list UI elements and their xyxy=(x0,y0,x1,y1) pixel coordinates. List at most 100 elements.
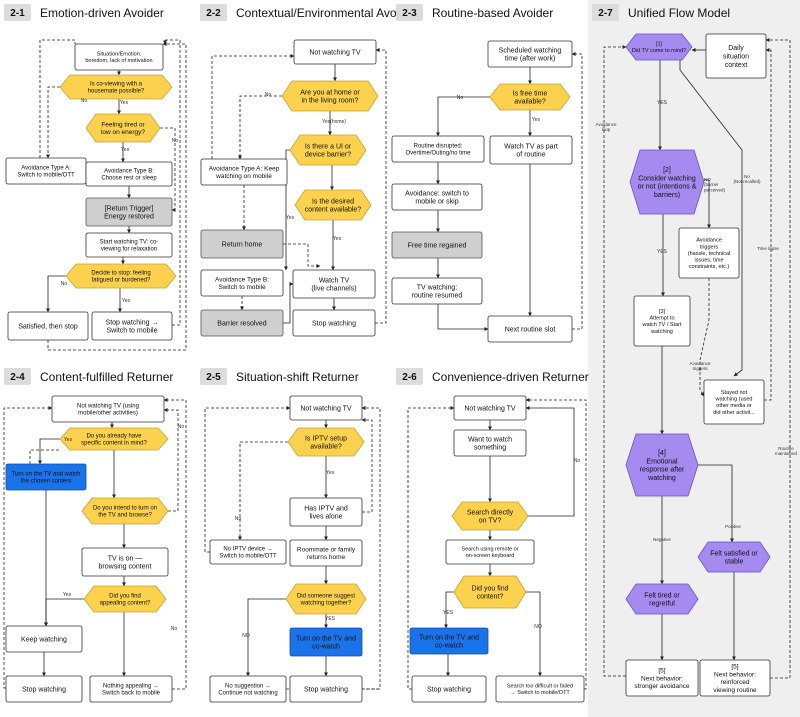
node-text-line: Switch to mobile/OTT xyxy=(17,173,75,179)
node-text-line: Energy restored xyxy=(104,214,154,221)
node-text-line: Turn on the TV and watch xyxy=(12,472,81,478)
node-text-line: Free time regained xyxy=(408,242,467,249)
panel-title: Content-fulfilled Returner xyxy=(40,370,173,384)
edge-label: Time lapse xyxy=(757,246,779,251)
node-text-line: Is IPTV setup xyxy=(305,435,347,442)
edge-label: No xyxy=(172,138,179,144)
node-text-line: Felt satisfied or xyxy=(710,550,758,557)
node-text-line: Is free time xyxy=(513,90,548,97)
flow-arrow xyxy=(46,275,66,313)
node-text-line: [1] xyxy=(656,42,663,48)
flow-arrow xyxy=(160,127,176,212)
node-text-line: co-watch xyxy=(435,643,463,650)
node-text-line: Do you already have xyxy=(86,434,142,440)
node-text-line: returns home xyxy=(307,554,346,561)
p22-watch: Watch TV(live channels) xyxy=(292,269,376,299)
node-text-line: on TV? xyxy=(479,518,502,525)
node-text-line: Do you intend to turn on xyxy=(93,506,157,512)
flow-arrow xyxy=(204,406,291,553)
p27-next-avoid: [5]Next behavior:stronger avoidance xyxy=(625,659,699,697)
flow-arrow xyxy=(283,282,294,324)
node-text-line: response after xyxy=(640,467,685,474)
node-text-line: Not watching TV xyxy=(309,49,361,56)
p25-no-suggest: No suggestion →Continue not watching xyxy=(209,675,287,703)
node-text-line: Not watching TV (using xyxy=(77,404,139,410)
node-text-line: other media or xyxy=(716,403,752,409)
node-text-line: watching together? xyxy=(300,601,352,607)
p21-avoid-b: Avoidance Type B:Choose rest or sleep xyxy=(85,161,173,187)
p23-next-slot: Next routine slot xyxy=(487,315,573,343)
node-text-line: Start watching TV: co- xyxy=(100,240,159,246)
edge-label: Routine xyxy=(778,446,794,451)
node-text-line: Decide to stop: feeling xyxy=(91,271,150,277)
flow-arrow xyxy=(699,278,710,397)
node-text-line: stable xyxy=(725,559,744,566)
flow-arrow xyxy=(603,45,627,677)
node-text-line: available? xyxy=(514,99,546,106)
edge-label: Yes xyxy=(121,147,130,153)
node-text-line: the TV and browse? xyxy=(98,513,152,519)
edge-label: Negative xyxy=(653,537,671,542)
node-text-line: [5] xyxy=(731,664,738,671)
node-text-line: Stop watching → xyxy=(106,319,159,326)
node-text-line: Choose rest or sleep xyxy=(101,176,157,182)
panel-title: Emotion-driven Avoider xyxy=(40,6,164,20)
flow-arrow xyxy=(765,38,791,679)
edge-label: No xyxy=(178,424,185,430)
flow-arrow xyxy=(3,406,53,689)
panel-title: Unified Flow Model xyxy=(628,6,730,20)
edge-label: loop xyxy=(602,127,611,132)
flow-arrow xyxy=(163,39,181,326)
node-text-line: Turn on the TV and xyxy=(419,634,479,641)
node-text-line: boredom, lack of motivation xyxy=(85,58,152,64)
panel-number: 2-4 xyxy=(10,372,25,383)
flow-arrow xyxy=(704,179,711,229)
node-text-line: → Switch to mobile/OTT xyxy=(510,690,570,696)
node-text-line: (live channels) xyxy=(311,286,356,293)
edge-label: No xyxy=(171,626,178,632)
flow-arrow xyxy=(163,408,179,512)
node-text-line: Stayed not xyxy=(721,390,748,396)
node-text-line: Turn on the TV and xyxy=(296,635,356,642)
node-text-line: Emotional xyxy=(646,458,678,465)
panel-title: Convenience-driven Returner xyxy=(432,370,589,384)
edge-label: No xyxy=(574,458,581,464)
p21-return: [Return Trigger]Energy restored xyxy=(85,197,173,227)
flow-arrow xyxy=(525,406,575,517)
node-text-line: [3] xyxy=(659,309,666,315)
p22-avoid-b: Avoidance Type B:Switch to mobile xyxy=(200,269,284,297)
edge-label: Positive xyxy=(725,524,741,529)
node-text-line: the chosen content xyxy=(21,479,72,485)
edges-layer xyxy=(3,38,791,690)
node-text-line: [2] xyxy=(663,167,671,174)
node-text-line: Stop watching xyxy=(304,686,348,693)
node-text-line: watching (used xyxy=(715,397,753,403)
node-text-line: Barrier resolved xyxy=(217,320,267,327)
p25-no-iptv: No IPTV device →Switch to mobile/OTT xyxy=(209,539,287,565)
node-text-line: Stop watching xyxy=(22,686,66,693)
node-text-line: housemate possible? xyxy=(88,89,145,95)
edge-label: (barrier xyxy=(704,182,719,187)
edge-label: No xyxy=(235,516,242,522)
flow-arrow xyxy=(526,591,542,677)
node-text-line: Switch to mobile xyxy=(218,284,266,291)
node-text-line: Roommate or family xyxy=(297,546,356,553)
node-text-line: Is co-viewing with a xyxy=(90,82,143,88)
node-text-line: specific content in mind? xyxy=(81,441,147,447)
node-text-line: in the living room? xyxy=(302,98,359,105)
